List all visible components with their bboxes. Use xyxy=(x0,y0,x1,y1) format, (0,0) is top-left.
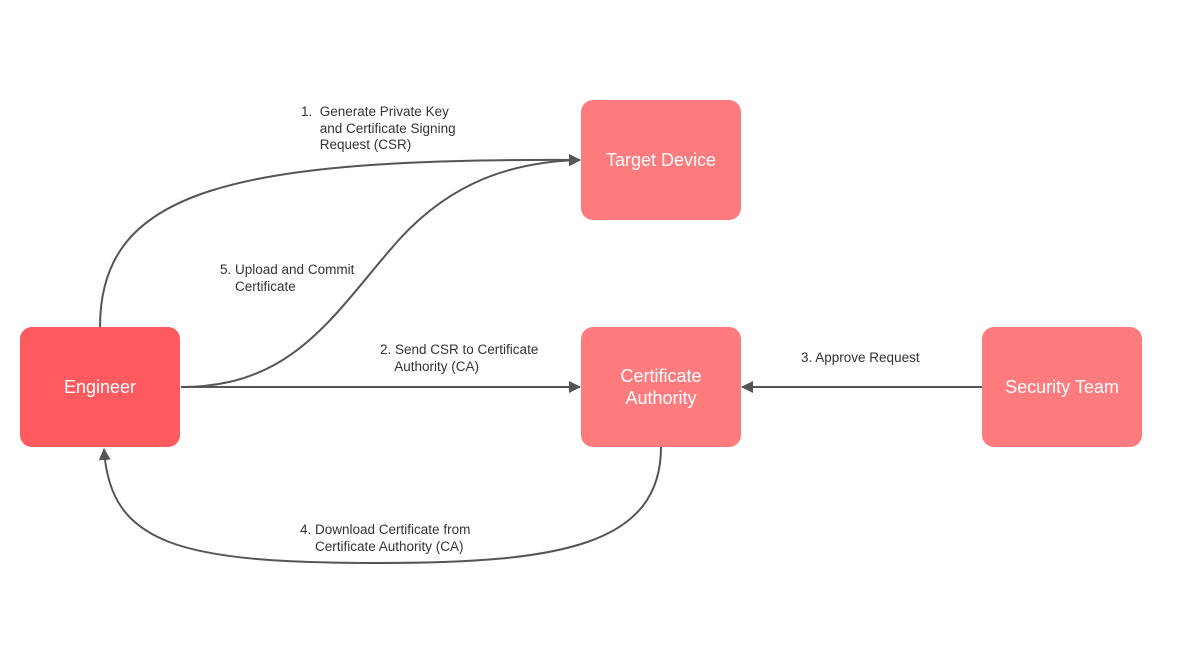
edge-engineer-to-target-device-step5 xyxy=(180,154,581,388)
node-certificate-authority[interactable]: Certificate Authority xyxy=(581,327,741,447)
edge-label-step5: 5. Upload and Commit Certificate xyxy=(220,262,355,294)
edge-label-step2: 2. Send CSR to Certificate Authority (CA… xyxy=(380,342,539,374)
edge-certificate-authority-to-engineer xyxy=(98,446,662,565)
node-engineer[interactable]: Engineer xyxy=(20,327,180,447)
node-security-team[interactable]: Security Team xyxy=(982,327,1142,447)
edge-label-step3: 3. Approve Request xyxy=(801,350,920,365)
edge-label-step4: 4. Download Certificate from Certificate… xyxy=(300,522,471,554)
node-target-device[interactable]: Target Device xyxy=(581,100,741,220)
edge-engineer-to-target-device-step1 xyxy=(99,153,581,328)
edge-label-step1: 1. Generate Private Key and Certificate … xyxy=(301,104,456,152)
